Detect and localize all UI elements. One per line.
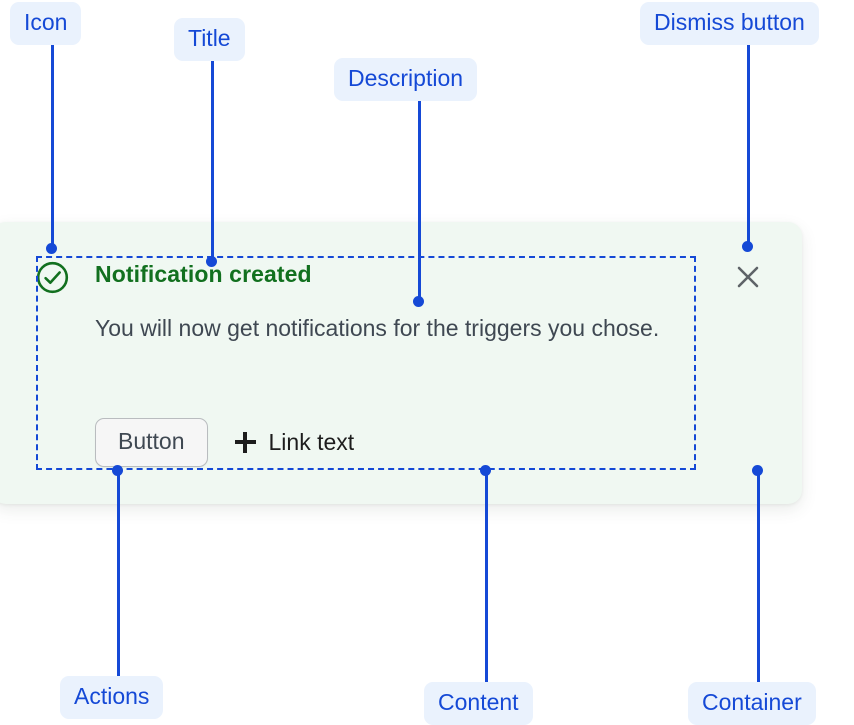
annotation-dot-dismiss bbox=[742, 241, 753, 252]
annotation-line-description bbox=[418, 100, 421, 300]
annotation-dot-container bbox=[752, 465, 763, 476]
annotation-label-title: Title bbox=[174, 18, 245, 61]
annotation-line-title bbox=[211, 60, 214, 260]
dismiss-button[interactable] bbox=[733, 262, 763, 292]
notification-actions: Button Link text bbox=[95, 418, 354, 467]
annotation-line-actions bbox=[117, 470, 120, 676]
annotation-label-content: Content bbox=[424, 682, 533, 725]
annotation-label-icon: Icon bbox=[10, 2, 82, 45]
annotation-line-icon bbox=[51, 44, 54, 248]
annotation-line-content bbox=[485, 470, 488, 682]
annotation-dot-icon bbox=[46, 243, 57, 254]
annotation-label-actions: Actions bbox=[60, 676, 164, 719]
annotation-line-dismiss bbox=[747, 44, 750, 246]
close-icon bbox=[737, 266, 759, 288]
action-link[interactable]: Link text bbox=[234, 429, 355, 455]
annotation-dot-description bbox=[413, 296, 424, 307]
annotation-dot-actions bbox=[112, 465, 123, 476]
check-circle-icon bbox=[36, 261, 69, 294]
plus-icon bbox=[234, 432, 256, 453]
annotation-label-dismiss: Dismiss button bbox=[640, 2, 819, 45]
annotation-dot-content bbox=[480, 465, 491, 476]
action-link-label: Link text bbox=[268, 429, 355, 455]
annotation-line-container bbox=[757, 470, 760, 682]
annotation-label-description: Description bbox=[334, 58, 478, 101]
annotation-dot-title bbox=[206, 256, 217, 267]
notification-description: You will now get notifications for the t… bbox=[95, 315, 660, 341]
notification-title: Notification created bbox=[95, 261, 312, 287]
annotation-label-container: Container bbox=[688, 682, 816, 725]
action-button[interactable]: Button bbox=[95, 418, 208, 467]
